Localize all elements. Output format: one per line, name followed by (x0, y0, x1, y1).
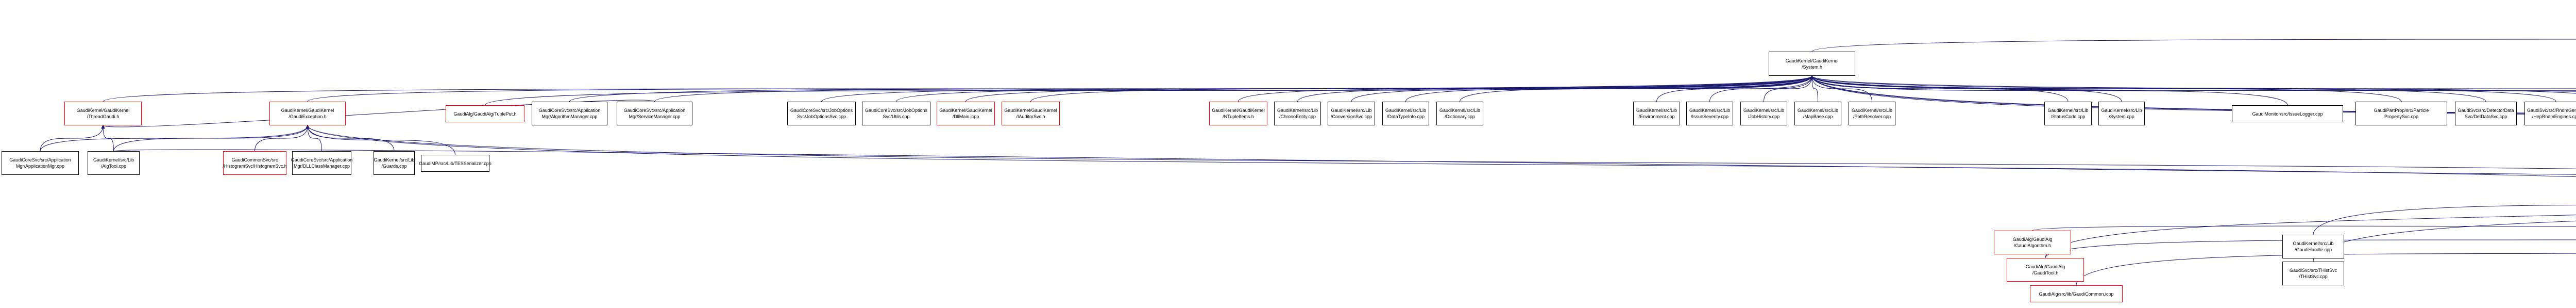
graph-node-joboptions_utils_cpp[interactable]: GaudiCoreSvc/src/JobOptions Svc/Utils.cp… (862, 102, 930, 125)
edge-system_h-to-moduleinfo_h (1811, 39, 2576, 52)
edge-guards_cpp-to-gaudiexception_h (306, 124, 395, 152)
edge-thistsvc_cpp-to-itoolsvc_h (2313, 220, 2576, 262)
edge-histogramsvc_h-to-gaudiexception_h (255, 124, 310, 152)
graph-node-pathresolver_cpp[interactable]: GaudiKernel/src/Lib /PathResolver.cpp (1849, 102, 1895, 125)
edge-gaudihandle_cpp-to-gaudihandle_h (2313, 204, 2576, 235)
edge-issuelogger_cpp-to-system_h (1810, 75, 2288, 106)
graph-node-ntupleitems_h[interactable]: GaudiKernel/GaudiKernel /NTupleItems.h (1209, 102, 1267, 125)
edge-applicationmgr_cpp-to-threadgaudi_h (40, 124, 105, 152)
graph-node-particlepropertysvc_cpp[interactable]: GaudiPartProp/src/Particle PropertySvc.c… (2355, 102, 2447, 125)
graph-node-issueseverity_cpp[interactable]: GaudiKernel/src/Lib /IssueSeverity.cpp (1686, 102, 1733, 125)
graph-node-dictionary_cpp[interactable]: GaudiKernel/src/Lib /Dictionary.cpp (1436, 102, 1483, 125)
edge-issueseverity_cpp-to-system_h (1709, 75, 1814, 102)
edge-gaudialgorithm_h-to-gaudicommon_h (2032, 225, 2576, 231)
edge-algtool_cpp-to-threadgaudi_h (101, 124, 114, 152)
graph-node-dllmain_icpp[interactable]: GaudiKernel/GaudiKernel /DllMain.icpp (937, 102, 995, 125)
edge-mapbase_cpp-to-system_h (1810, 75, 1818, 102)
graph-node-threadgaudi_h[interactable]: GaudiKernel/GaudiKernel /ThreadGaudi.h (64, 102, 142, 125)
edge-rootperfmonsvc_cpp-to-system_h (1810, 75, 2576, 91)
graph-node-system_cpp[interactable]: GaudiKernel/src/Lib /System.cpp (2098, 102, 2145, 125)
graph-node-iauditorsvc_h[interactable]: GaudiKernel/GaudiKernel /IAuditorSvc.h (1002, 102, 1060, 125)
graph-node-detdatasvc_cpp[interactable]: GaudiSvc/src/DetectorData Svc/DetDataSvc… (2455, 102, 2517, 125)
graph-node-statuscode_cpp[interactable]: GaudiKernel/src/Lib /StatusCode.cpp (2044, 102, 2092, 125)
graph-node-gauditool_h[interactable]: GaudiAlg/GaudiAlg /GaudiTool.h (2007, 258, 2084, 282)
edge-algtool_cpp-to-itoolsvc_h (113, 149, 2576, 175)
graph-node-joboptionssvc_cpp[interactable]: GaudiCoreSvc/src/JobOptions Svc/JobOptio… (787, 102, 856, 125)
graph-node-applicationmgr_cpp[interactable]: GaudiCoreSvc/src/Application Mgr/Applica… (2, 151, 79, 175)
graph-node-gaudicommon_icpp[interactable]: GaudiAlg/src/lib/GaudiCommon.icpp (2030, 285, 2123, 302)
graph-node-issuelogger_cpp[interactable]: GaudiMonitor/src/IssueLogger.cpp (2232, 105, 2343, 122)
edge-dictionary_cpp-to-system_h (1460, 75, 1814, 102)
graph-node-gaudihandle_cpp[interactable]: GaudiKernel/src/Lib /GaudiHandle.cpp (2282, 235, 2344, 258)
edge-dsoutils_h-to-system_h (1810, 75, 2576, 114)
graph-node-gaudiexception_h[interactable]: GaudiKernel/GaudiKernel /GaudiException.… (269, 102, 346, 125)
graph-node-thistsvc_cpp[interactable]: GaudiSvc/src/THistSvc /THistSvc.cpp (2282, 262, 2344, 285)
graph-node-algorithmmanager_cpp[interactable]: GaudiCoreSvc/src/Application Mgr/Algorit… (532, 102, 607, 125)
edge-iauditorsvc_h-to-system_h (1030, 75, 1814, 102)
graph-node-heprndmengines_cpp[interactable]: GaudiSvc/src/RndmGenSvc /HepRndmEngines.… (2524, 102, 2576, 125)
edge-servicemanager_cpp-to-threadgaudi_h (101, 100, 655, 129)
edge-jobhistory_cpp-to-system_h (1764, 75, 1814, 102)
edge-gauditool_h-to-gaudicommon_h (2045, 239, 2576, 258)
graph-node-tesserializer_cpp[interactable]: GaudiMP/src/Lib/TESSerializer.cpp (419, 155, 492, 172)
edge-moduleinfo_cpp-to-system_h (1810, 75, 2576, 89)
edge-gaudicommon_icpp-to-gaudicommon_h (2076, 253, 2576, 286)
edge-historysvc_cpp-to-gaudiexception_h (306, 124, 2576, 169)
graph-node-jobhistory_cpp[interactable]: GaudiKernel/src/Lib /JobHistory.cpp (1740, 102, 1787, 125)
edge-environment_cpp-to-system_h (1656, 75, 1814, 102)
edge-applicationmgr_cpp-to-gaudiexception_h (40, 124, 310, 152)
graph-node-tupleput_h[interactable]: GaudiAlg/GaudiAlg/TuplePut.h (446, 105, 524, 122)
graph-node-system_h[interactable]: GaudiKernel/GaudiKernel /System.h (1769, 52, 1855, 76)
graph-node-guards_cpp[interactable]: GaudiKernel/src/Lib /Guards.cpp (374, 151, 415, 175)
graph-node-datatypeinfo_cpp[interactable]: GaudiKernel/src/Lib /DataTypeInfo.cpp (1382, 102, 1429, 125)
graph-node-chronoentity_cpp[interactable]: GaudiKernel/src/Lib /ChronoEntity.cpp (1274, 102, 1321, 125)
graph-node-conversionsvc_cpp[interactable]: GaudiKernel/src/Lib /ConversionSvc.cpp (1328, 102, 1375, 125)
edge-dllclassmanager_cpp-to-gaudiexception_h (306, 124, 322, 152)
graph-node-environment_cpp[interactable]: GaudiKernel/src/Lib /Environment.cpp (1633, 102, 1680, 125)
graph-node-dllclassmanager_cpp[interactable]: GaudiCoreSvc/src/Application Mgr/DLLClas… (291, 151, 352, 175)
edge-gauditool_h-to-itoolsvc_h (2045, 215, 2576, 258)
edge-algtool_cpp-to-gaudiexception_h (113, 124, 310, 152)
graph-node-algtool_cpp[interactable]: GaudiKernel/src/Lib /AlgTool.cpp (88, 151, 140, 175)
graph-node-servicemanager_cpp[interactable]: GaudiCoreSvc/src/Application Mgr/Service… (617, 102, 692, 125)
graph-node-gaudialgorithm_h[interactable]: GaudiAlg/GaudiAlg /GaudiAlgorithm.h (1994, 231, 2071, 254)
edge-gaudicommon_h-to-gaudiexception_h (306, 124, 2576, 177)
graph-node-mapbase_cpp[interactable]: GaudiKernel/src/Lib /MapBase.cpp (1794, 102, 1841, 125)
graph-node-histogramsvc_h[interactable]: GaudiCommonSvc/src /HistogramSvc/Histogr… (223, 151, 287, 175)
